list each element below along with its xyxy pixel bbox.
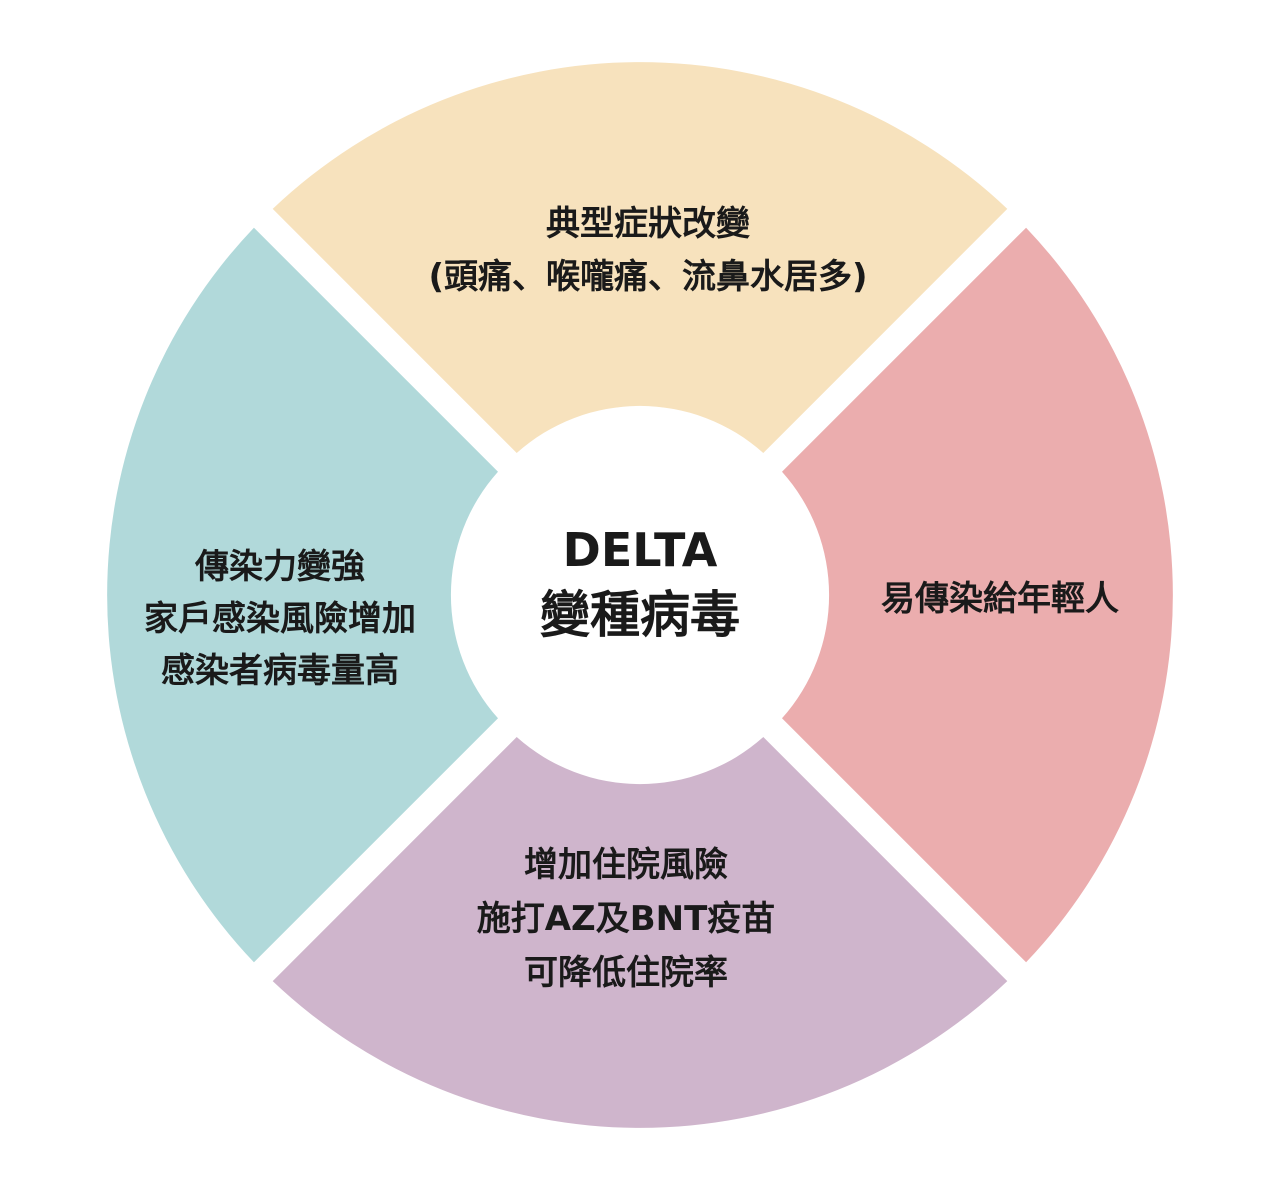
segment-bottom-hospitalization bbox=[272, 737, 1008, 1128]
segment-right-young-people bbox=[782, 227, 1173, 963]
segment-left-transmissibility bbox=[107, 227, 498, 963]
left-segment-line-1: 傳染力變強 bbox=[194, 547, 365, 587]
center-circle bbox=[455, 410, 825, 780]
bottom-segment-line-3: 可降低住院率 bbox=[524, 953, 728, 993]
right-segment-line-1: 易傳染給年輕人 bbox=[881, 579, 1119, 619]
bottom-segment-line-2: 施打AZ及BNT疫苗 bbox=[477, 899, 776, 939]
left-segment-line-2: 家戶感染風險增加 bbox=[144, 599, 416, 639]
center-title-delta: DELTA bbox=[563, 523, 718, 577]
top-segment-line-1: 典型症狀改變 bbox=[546, 204, 750, 244]
center-title-variant-virus: 變種病毒 bbox=[540, 586, 740, 644]
top-segment-line-2: (頭痛、喉嚨痛、流鼻水居多) bbox=[428, 257, 867, 297]
bottom-segment-line-1: 增加住院風險 bbox=[524, 845, 728, 885]
left-segment-line-3: 感染者病毒量高 bbox=[161, 651, 399, 691]
segment-top-typical-symptoms bbox=[272, 62, 1008, 453]
